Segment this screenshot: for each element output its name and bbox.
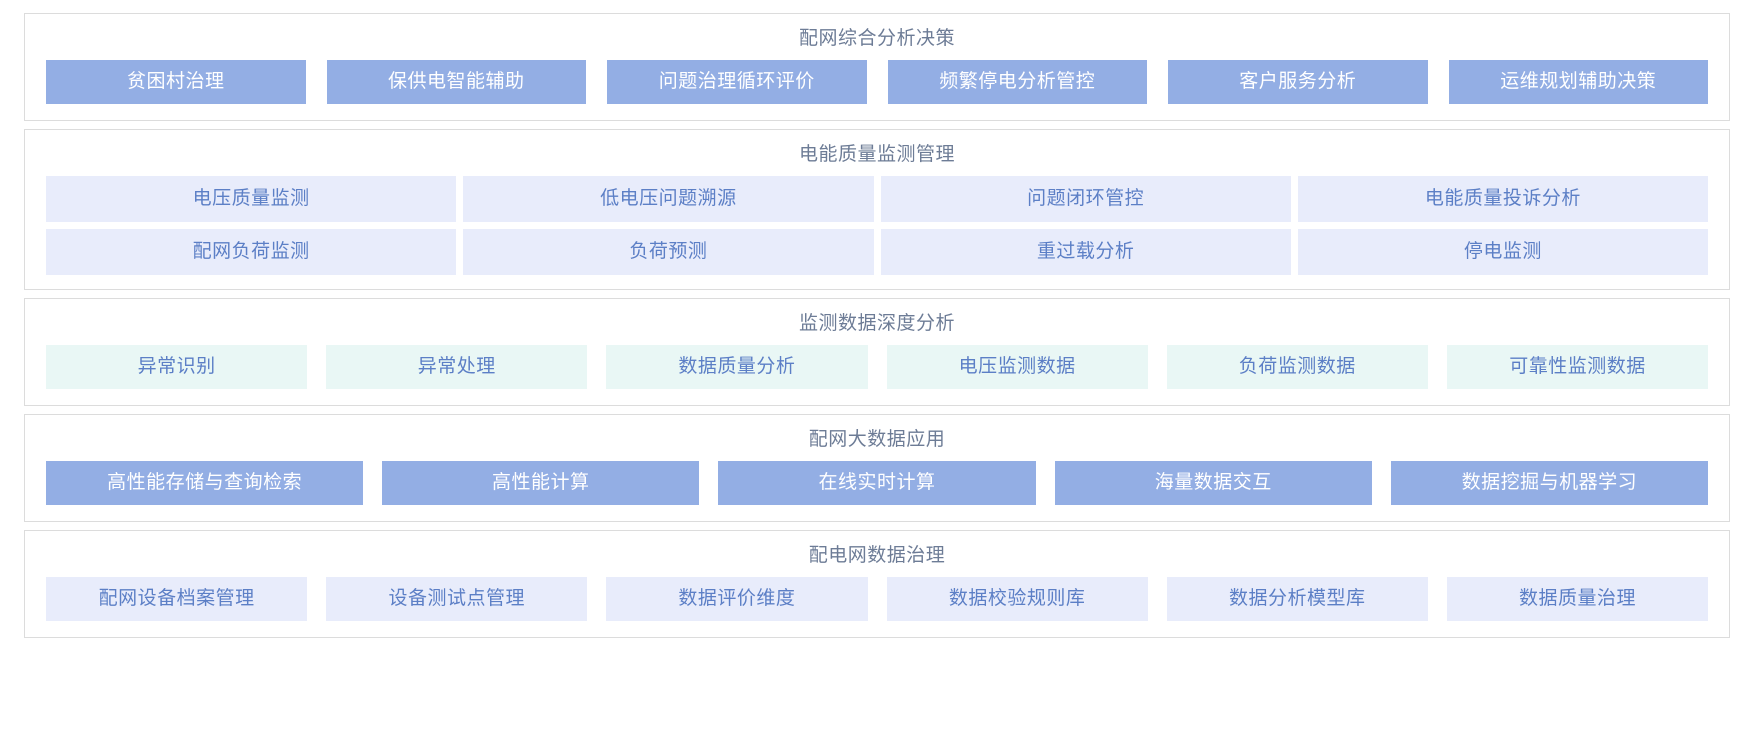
section-row: 配网负荷监测 负荷预测 重过载分析 停电监测 [46, 229, 1708, 275]
module-button[interactable]: 停电监测 [1297, 229, 1708, 275]
module-button[interactable]: 可靠性监测数据 [1446, 345, 1709, 389]
section-row: 高性能存储与查询检索 高性能计算 在线实时计算 海量数据交互 数据挖掘与机器学习 [46, 461, 1709, 505]
section-panel-4: 配网大数据应用 高性能存储与查询检索 高性能计算 在线实时计算 海量数据交互 数… [24, 414, 1730, 522]
section-row: 电压质量监测 低电压问题溯源 问题闭环管控 电能质量投诉分析 [46, 176, 1708, 222]
module-button[interactable]: 数据质量分析 [606, 345, 868, 389]
module-button[interactable]: 配网设备档案管理 [46, 577, 308, 621]
module-button[interactable]: 保供电智能辅助 [326, 60, 586, 104]
module-button[interactable]: 贫困村治理 [46, 60, 306, 104]
section-panel-3: 监测数据深度分析 异常识别 异常处理 数据质量分析 电压监测数据 负荷监测数据 … [24, 298, 1730, 406]
module-button[interactable]: 客户服务分析 [1168, 60, 1428, 104]
module-button[interactable]: 高性能存储与查询检索 [46, 461, 364, 505]
section-title-3: 监测数据深度分析 [798, 313, 955, 334]
section-panel-2: 电能质量监测管理 电压质量监测 低电压问题溯源 问题闭环管控 电能质量投诉分析 … [24, 129, 1730, 290]
module-button[interactable]: 数据校验规则库 [886, 577, 1148, 621]
module-button[interactable]: 频繁停电分析管控 [887, 60, 1147, 104]
module-button[interactable]: 问题闭环管控 [880, 176, 1291, 222]
module-button[interactable]: 负荷监测数据 [1166, 345, 1428, 389]
section-row: 贫困村治理 保供电智能辅助 问题治理循环评价 频繁停电分析管控 客户服务分析 运… [46, 60, 1708, 104]
module-button[interactable]: 运维规划辅助决策 [1448, 60, 1708, 104]
module-button[interactable]: 数据质量治理 [1446, 577, 1709, 621]
module-button[interactable]: 配网负荷监测 [46, 229, 457, 275]
module-button[interactable]: 电压质量监测 [46, 176, 457, 222]
section-row: 配网设备档案管理 设备测试点管理 数据评价维度 数据校验规则库 数据分析模型库 … [46, 577, 1709, 621]
section-rows-2: 电压质量监测 低电压问题溯源 问题闭环管控 电能质量投诉分析 配网负荷监测 负荷… [25, 176, 1729, 289]
module-button[interactable]: 设备测试点管理 [326, 577, 588, 621]
module-button[interactable]: 数据评价维度 [606, 577, 868, 621]
module-button[interactable]: 数据挖掘与机器学习 [1390, 461, 1709, 505]
module-button[interactable]: 电压监测数据 [886, 345, 1148, 389]
module-button[interactable]: 重过载分析 [880, 229, 1291, 275]
section-panel-1: 配网综合分析决策 贫困村治理 保供电智能辅助 问题治理循环评价 频繁停电分析管控… [24, 13, 1730, 121]
module-button[interactable]: 电能质量投诉分析 [1297, 176, 1708, 222]
module-button[interactable]: 异常识别 [46, 345, 308, 389]
module-button[interactable]: 高性能计算 [382, 461, 700, 505]
section-panel-5: 配电网数据治理 配网设备档案管理 设备测试点管理 数据评价维度 数据校验规则库 … [24, 530, 1730, 638]
module-button[interactable]: 数据分析模型库 [1166, 577, 1428, 621]
section-row: 异常识别 异常处理 数据质量分析 电压监测数据 负荷监测数据 可靠性监测数据 [46, 345, 1709, 389]
section-rows-3: 异常识别 异常处理 数据质量分析 电压监测数据 负荷监测数据 可靠性监测数据 [25, 345, 1729, 405]
section-title-2: 电能质量监测管理 [798, 144, 955, 165]
section-rows-5: 配网设备档案管理 设备测试点管理 数据评价维度 数据校验规则库 数据分析模型库 … [25, 577, 1729, 637]
module-button[interactable]: 异常处理 [326, 345, 588, 389]
module-button[interactable]: 海量数据交互 [1054, 461, 1372, 505]
section-title-1: 配网综合分析决策 [798, 28, 955, 49]
module-button[interactable]: 低电压问题溯源 [463, 176, 874, 222]
section-title-5: 配电网数据治理 [808, 545, 946, 566]
section-rows-1: 贫困村治理 保供电智能辅助 问题治理循环评价 频繁停电分析管控 客户服务分析 运… [25, 60, 1729, 120]
module-button[interactable]: 问题治理循环评价 [607, 60, 867, 104]
module-button[interactable]: 负荷预测 [463, 229, 874, 275]
section-rows-4: 高性能存储与查询检索 高性能计算 在线实时计算 海量数据交互 数据挖掘与机器学习 [25, 461, 1729, 521]
module-button[interactable]: 在线实时计算 [718, 461, 1036, 505]
section-title-4: 配网大数据应用 [808, 429, 946, 450]
